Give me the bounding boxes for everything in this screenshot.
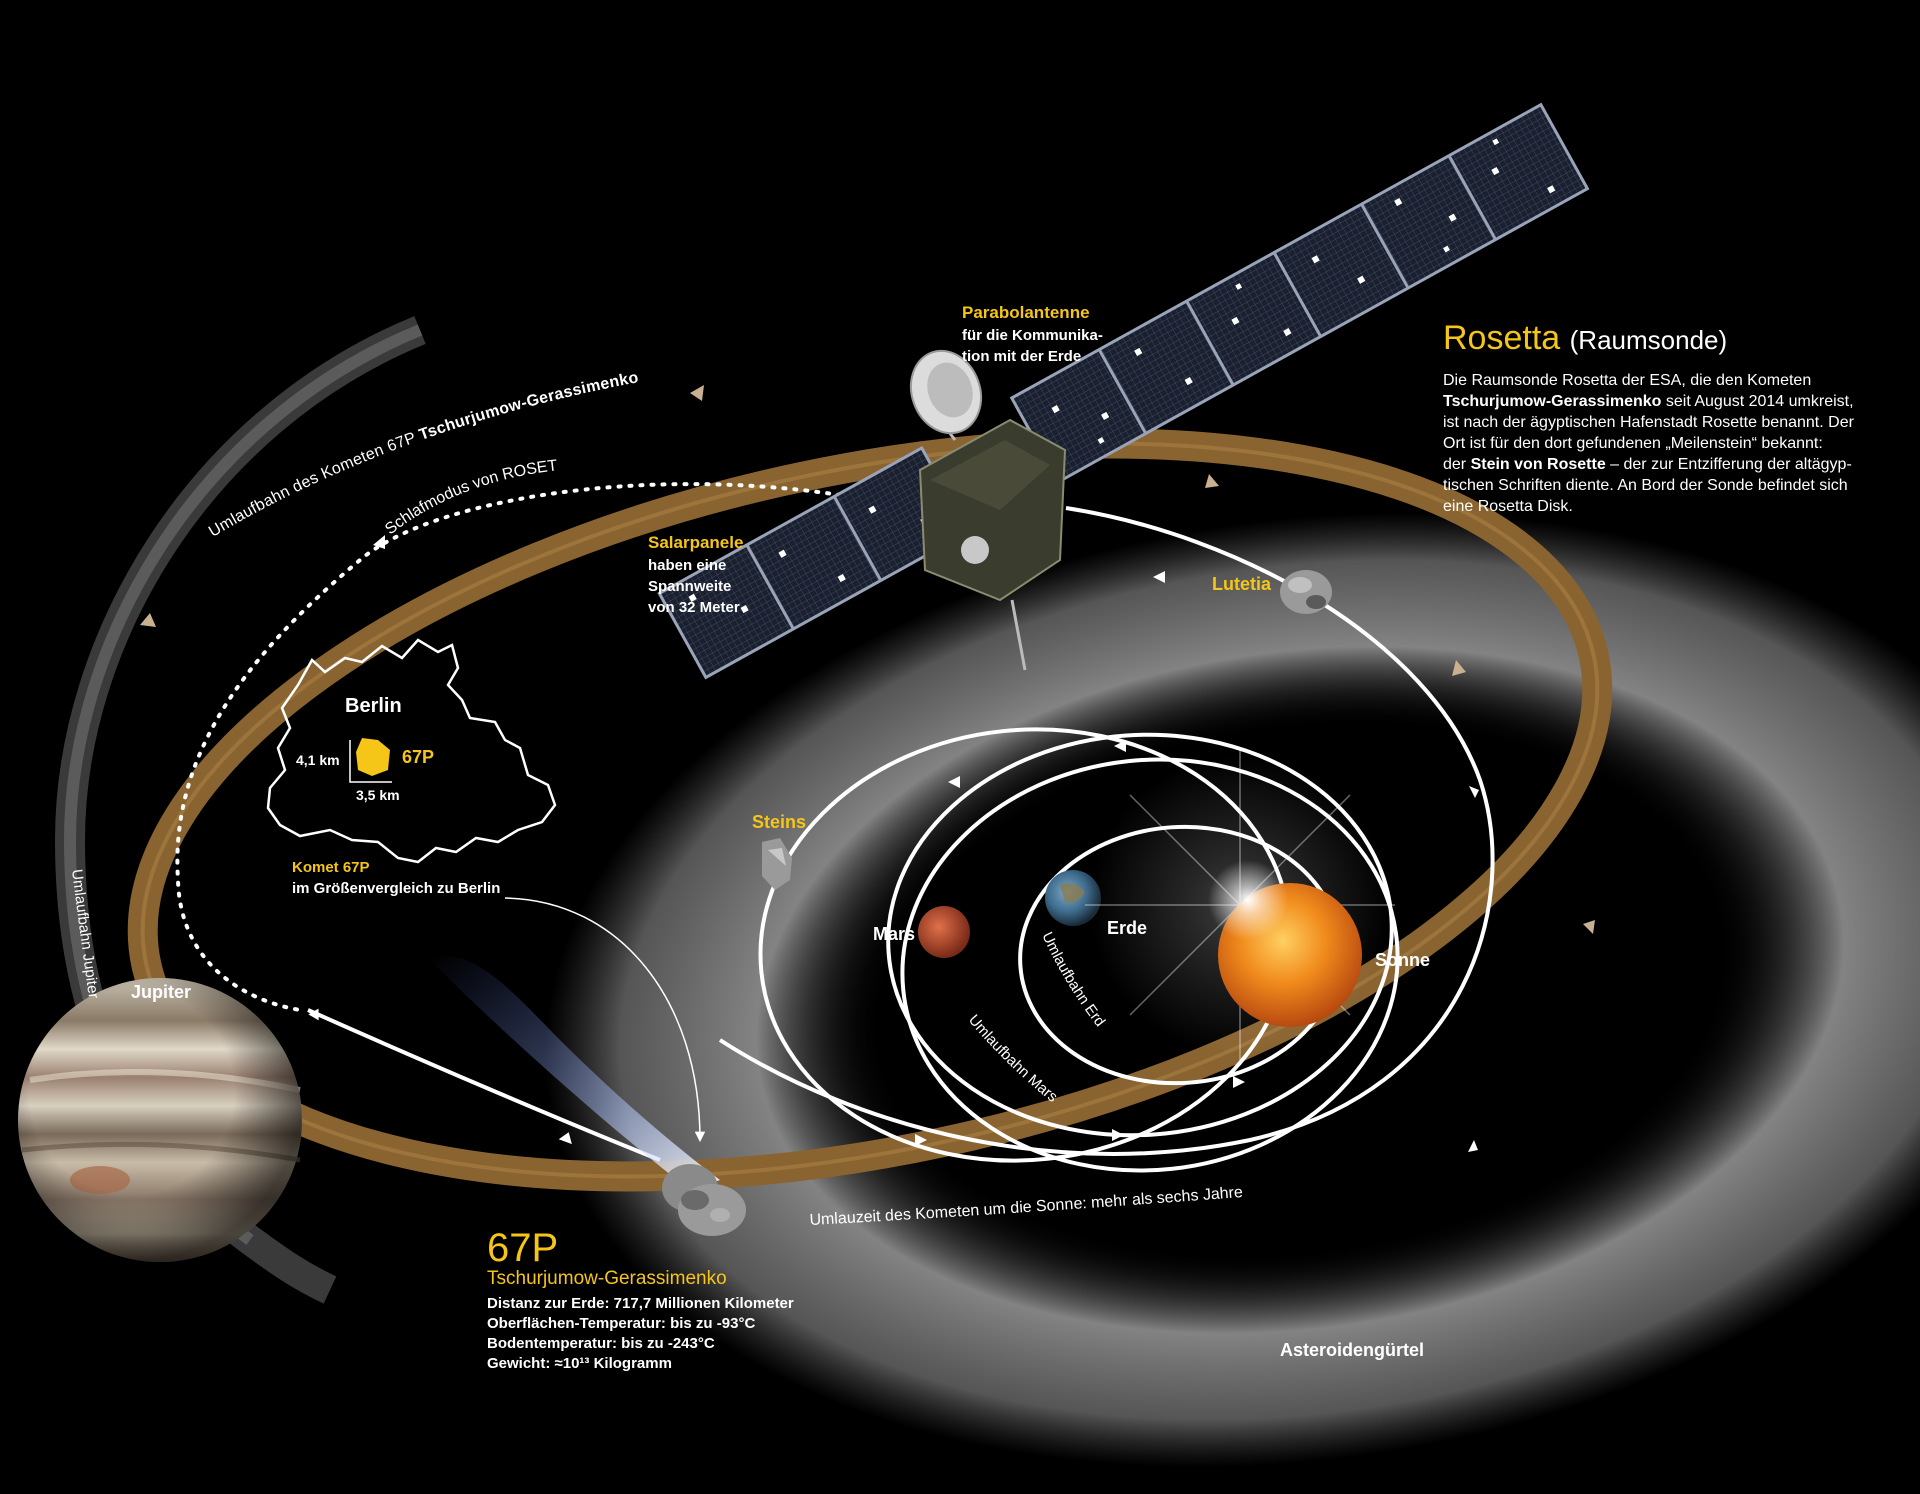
lutetia-asteroid (1280, 570, 1332, 614)
approach-path (307, 1008, 661, 1162)
comet-orbit-arrows (140, 385, 1595, 934)
sun (1085, 750, 1395, 1060)
comet-subtitle: Tschurjumow-Gerassimenko (487, 1268, 727, 1289)
rosetta-description: Die Raumsonde Rosetta der ESA, die den K… (1443, 370, 1883, 517)
rosetta-text-line: eine Rosetta Disk. (1443, 498, 1573, 515)
comet-fact-ground-temp: Bodentemperatur: bis zu -243°C (487, 1335, 715, 1352)
mars-label: Mars (873, 924, 915, 944)
rosetta-text-line: Tschurjumow-Gerassimenko seit August 201… (1443, 393, 1854, 410)
rosetta-text-line: der Stein von Rosette – der zur Entziffe… (1443, 456, 1852, 473)
comet-fact-weight: Gewicht: ≈10¹³ Kilogramm (487, 1355, 672, 1372)
steins-label: Steins (752, 812, 806, 832)
berlin-comet-label: 67P (402, 747, 434, 767)
rosetta-title-suffix: (Raumsonde) (1569, 325, 1728, 355)
antenna-line1: für die Kommunika- (962, 327, 1103, 344)
rosetta-info-panel: Rosetta (Raumsonde) Die Raumsonde Rosett… (1443, 318, 1883, 517)
rosetta-title: Rosetta (Raumsonde) (1443, 318, 1883, 360)
jupiter-label: Jupiter (131, 982, 191, 1002)
comet-fact-distance: Distanz zur Erde: 717,7 Millionen Kilome… (487, 1295, 794, 1312)
steins-asteroid (762, 838, 792, 890)
rosetta-text-line: Ort ist für den dort gefundenen „Meilens… (1443, 435, 1823, 452)
solar-title: Salarpanele (648, 533, 743, 552)
antenna-title: Parabolantenne (962, 303, 1090, 322)
berlin-caption-title: Komet 67P (292, 859, 370, 876)
rosetta-title-main: Rosetta (1443, 319, 1561, 357)
comet-tail (430, 956, 720, 1190)
rosetta-text-line: ist nach der ägyptischen Hafenstadt Rose… (1443, 414, 1854, 431)
approach-arrows (308, 1008, 572, 1145)
comet-fact-surface-temp: Oberflächen-Temperatur: bis zu -93°C (487, 1315, 756, 1332)
rosetta-spacecraft (657, 102, 1590, 680)
solar-line1: haben eine (648, 557, 726, 574)
berlin-caption-text: im Größenvergleich zu Berlin (292, 880, 500, 897)
comet-title: 67P (487, 1226, 559, 1270)
rosetta-text-line: tischen Schriften diente. An Bord der So… (1443, 477, 1848, 494)
lutetia-label: Lutetia (1212, 574, 1272, 594)
berlin-height-label: 4,1 km (296, 752, 340, 768)
orbit-direction-arrows (915, 571, 1479, 1152)
solar-line3: von 32 Meter (648, 599, 740, 616)
antenna-line2: tion mit der Erde (962, 348, 1081, 365)
comet-info-panel: 67P Tschurjumow-Gerassimenko Distanz zur… (487, 1228, 867, 1374)
comet-67p (662, 1164, 746, 1236)
sun-label: Sonne (1375, 950, 1430, 970)
rosetta-loop-orbit (900, 757, 1400, 1173)
comparison-pointer (504, 897, 706, 1143)
berlin-width-label: 3,5 km (356, 787, 400, 803)
solar-line2: Spannweite (648, 578, 731, 595)
berlin-title: Berlin (345, 695, 402, 717)
rosetta-text-line: Die Raumsonde Rosetta der ESA, die den K… (1443, 372, 1812, 389)
asteroid-belt-label: Asteroidengürtel (1280, 1340, 1424, 1360)
berlin-outline (266, 638, 557, 864)
jupiter (18, 978, 302, 1262)
mars (918, 906, 970, 958)
